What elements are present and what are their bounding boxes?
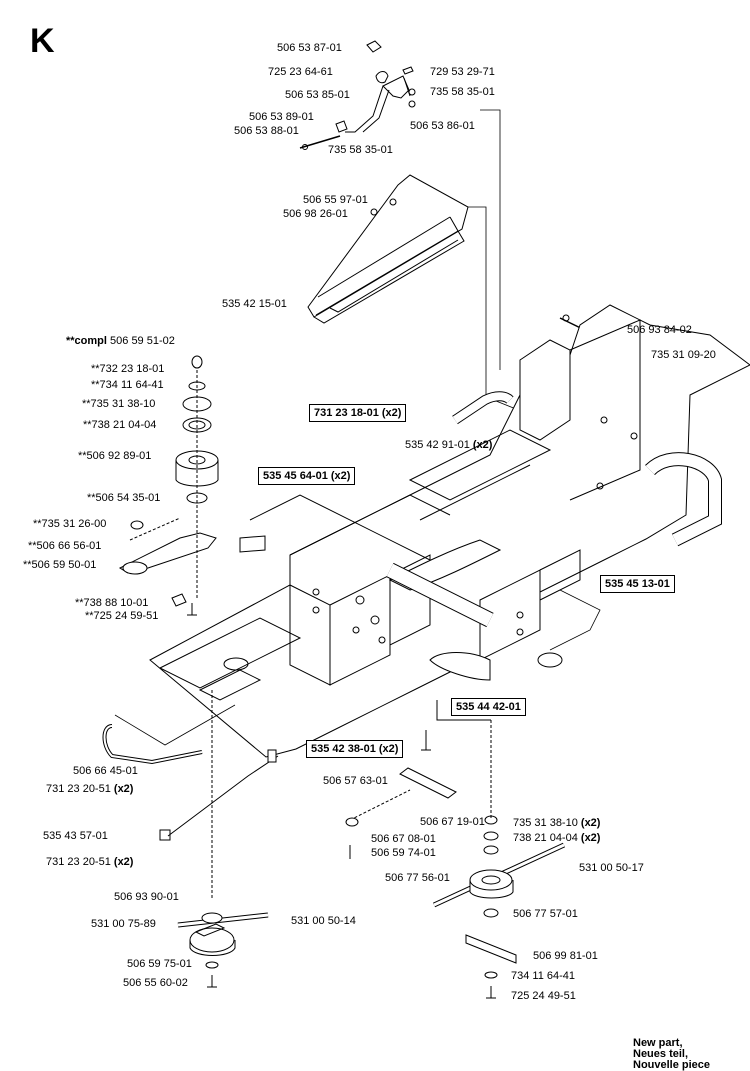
- part-label: 729 53 29-71: [430, 66, 495, 78]
- part-label: 506 55 60-02: [123, 977, 188, 989]
- part-label: **734 11 64-41: [91, 379, 164, 391]
- part-label: 506 93 84-02: [627, 324, 692, 336]
- part-label: 506 59 74-01: [371, 847, 436, 859]
- compl-label: **compl 506 59 51-02: [66, 335, 175, 347]
- part-label: **738 21 04-04: [83, 419, 157, 431]
- part-label: **732 23 18-01: [91, 363, 165, 375]
- part-label: **725 24 59-51: [85, 610, 159, 622]
- part-label: **506 54 35-01: [87, 492, 161, 504]
- part-label: 506 55 97-01: [303, 194, 368, 206]
- part-label: 506 53 87-01: [277, 42, 342, 54]
- part-label: 506 53 88-01: [234, 125, 299, 137]
- part-label: 506 53 89-01: [249, 111, 314, 123]
- new-part-label: 535 44 42-01: [451, 698, 526, 716]
- part-label: **738 88 10-01: [75, 597, 149, 609]
- part-label: 731 23 20-51 (x2): [46, 783, 134, 795]
- part-label: 531 00 75-89: [91, 918, 156, 930]
- part-label: 531 00 50-17: [579, 862, 644, 874]
- part-label: 535 42 15-01: [222, 298, 287, 310]
- part-label: **506 59 50-01: [23, 559, 97, 571]
- new-part-label: 731 23 18-01 (x2): [309, 404, 407, 422]
- part-label: 506 99 81-01: [533, 950, 598, 962]
- main-frame-drawing: [149, 304, 750, 758]
- part-label: 531 00 50-14: [291, 915, 356, 927]
- part-label: 735 58 35-01: [328, 144, 393, 156]
- part-label: 734 11 64-41: [511, 970, 576, 982]
- part-label: 506 93 90-01: [114, 891, 179, 903]
- new-part-label: 535 42 38-01 (x2): [306, 740, 404, 758]
- part-label: **735 31 38-10: [82, 398, 156, 410]
- part-label: 506 77 56-01: [385, 872, 450, 884]
- part-label: 731 23 20-51 (x2): [46, 856, 134, 868]
- part-label: 735 31 09-20: [651, 349, 716, 361]
- part-label: 535 43 57-01: [43, 830, 108, 842]
- new-part-label: 535 45 13-01: [600, 575, 675, 593]
- part-label: 506 57 63-01: [323, 775, 388, 787]
- part-label: 506 66 45-01: [73, 765, 138, 777]
- part-label: 506 98 26-01: [283, 208, 348, 220]
- part-label: 725 23 64-61: [268, 66, 333, 78]
- part-label: **506 92 89-01: [78, 450, 152, 462]
- part-label: 506 67 08-01: [371, 833, 436, 845]
- right-blade-pulley-drawing: [432, 700, 566, 999]
- part-label: 725 24 49-51: [511, 990, 576, 1002]
- section-letter: K: [30, 22, 55, 60]
- part-label: 735 58 35-01: [430, 86, 495, 98]
- part-label: 506 53 86-01: [410, 120, 475, 132]
- new-part-legend: New part, Neues teil, Nouvelle piece: [633, 1037, 711, 1071]
- part-label: 506 53 85-01: [285, 89, 350, 101]
- part-label: 506 59 75-01: [127, 958, 192, 970]
- idler-assembly-drawing: [118, 355, 219, 616]
- part-label: 506 67 19-01: [420, 816, 485, 828]
- part-label: 535 42 91-01 (x2): [405, 439, 493, 451]
- cover-plate-drawing: [307, 174, 469, 324]
- part-label: 506 77 57-01: [513, 908, 578, 920]
- left-blade-pulley-drawing: [177, 690, 269, 988]
- part-label: 738 21 04-04 (x2): [513, 832, 601, 844]
- part-label: **735 31 26-00: [33, 518, 107, 530]
- lever-assembly-drawing: [299, 40, 416, 150]
- part-label: **506 66 56-01: [28, 540, 102, 552]
- new-part-label: 535 45 64-01 (x2): [258, 467, 356, 485]
- part-label: 735 31 38-10 (x2): [513, 817, 601, 829]
